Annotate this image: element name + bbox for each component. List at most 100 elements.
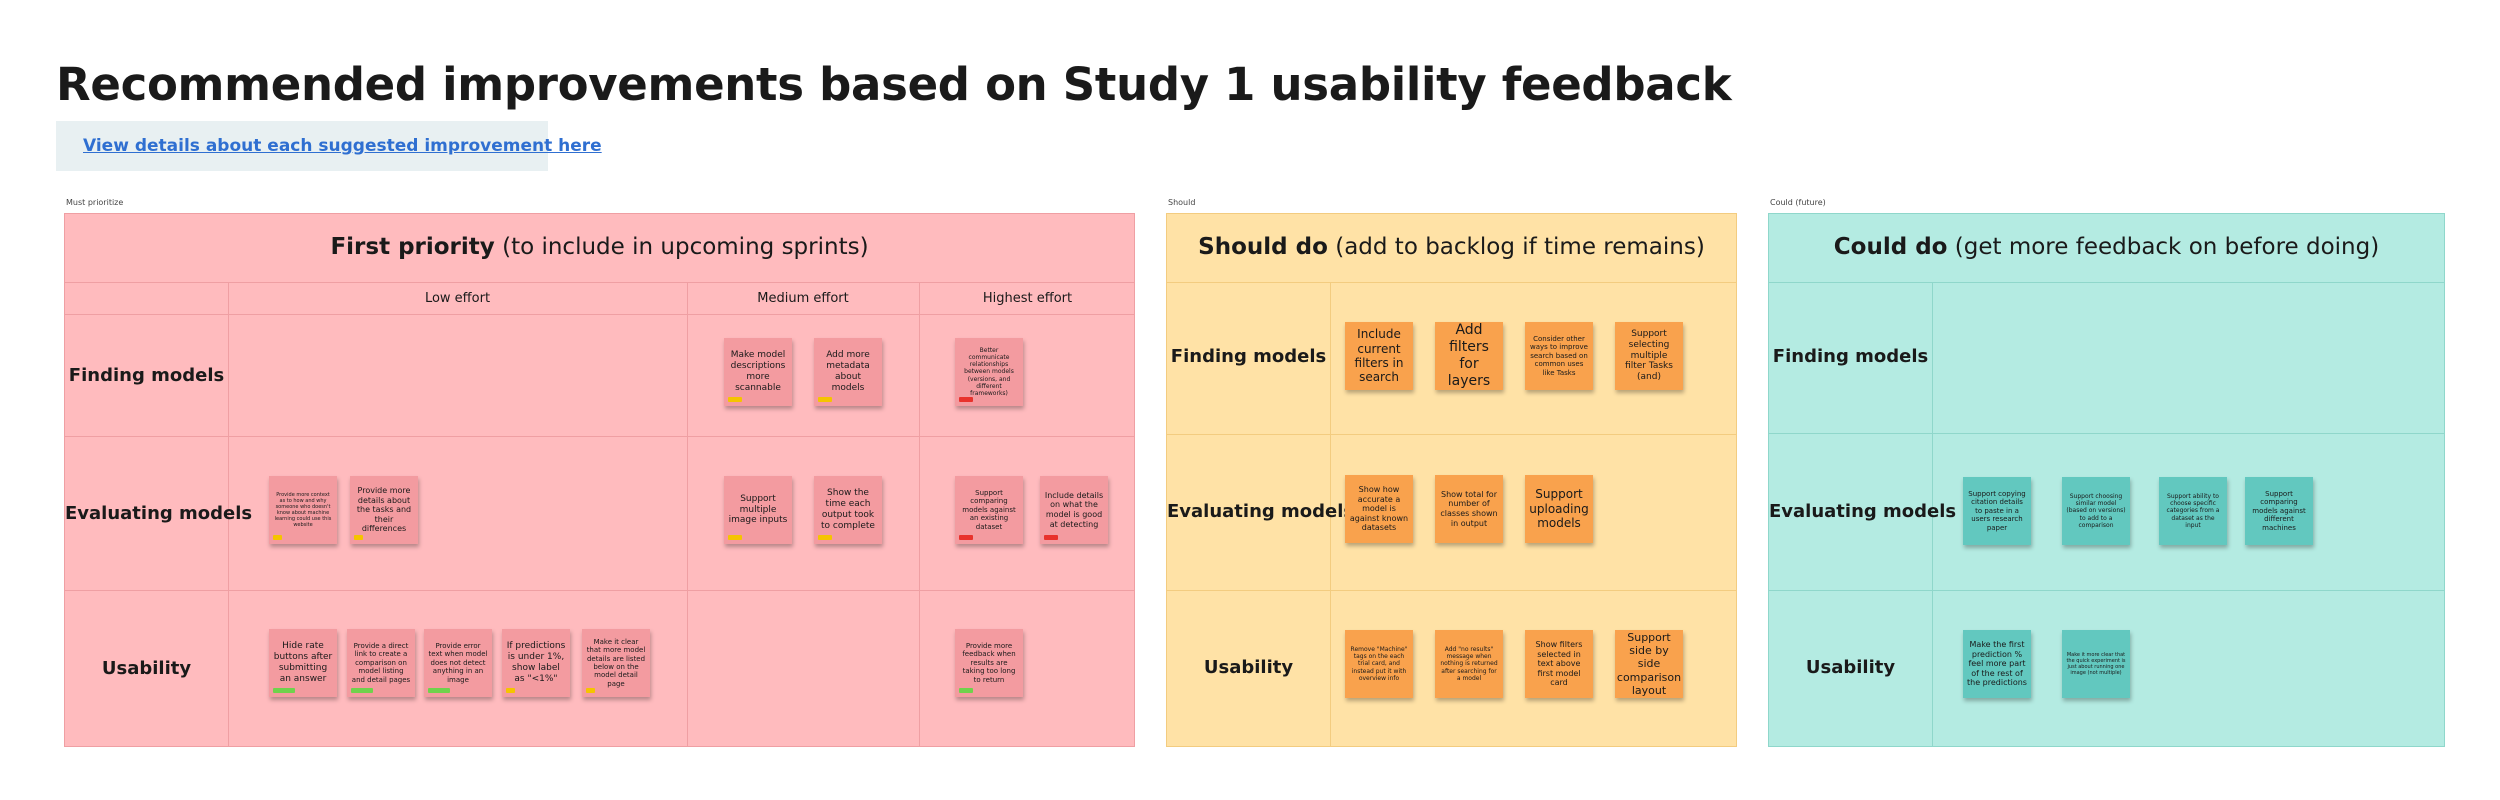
sticky-note[interactable]: Show filters selected in text above firs… (1525, 630, 1593, 698)
first-priority-frame[interactable]: First priority (to include in upcoming s… (64, 213, 1135, 747)
row-label-finding-models: Finding models (1170, 346, 1327, 367)
sticky-note-text: Support multiple image inputs (728, 493, 788, 526)
sticky-note-text: Show how accurate a model is against kno… (1349, 485, 1409, 533)
sticky-note[interactable]: Show total for number of classes shown i… (1435, 475, 1503, 543)
row-label-finding-models: Finding models (68, 365, 225, 386)
frame-heading-strong: First priority (330, 234, 495, 260)
sticky-note[interactable]: Show how accurate a model is against kno… (1345, 475, 1413, 543)
sticky-note[interactable]: Provide more context as to how and why s… (269, 476, 337, 544)
sticky-note-text: Support choosing similar model (based on… (2066, 493, 2126, 529)
frame-label-should: Should (1168, 198, 1196, 207)
sticky-note[interactable]: If predictions is under 1%, show label a… (502, 629, 570, 697)
sticky-note-text: Support copying citation details to past… (1968, 490, 2026, 532)
sticky-note-text: Consider other ways to improve search ba… (1530, 335, 1588, 377)
frame-heading: Should do (add to backlog if time remain… (1167, 234, 1736, 260)
sticky-note-text: Show total for number of classes shown i… (1440, 489, 1498, 528)
sticky-note-text: If predictions is under 1%, show label a… (506, 641, 566, 684)
details-link[interactable]: View details about each suggested improv… (83, 136, 602, 156)
should-do-frame[interactable]: Should do (add to backlog if time remain… (1166, 213, 1737, 747)
sticky-note[interactable]: Support choosing similar model (based on… (2062, 477, 2130, 545)
sticky-note[interactable]: Support ability to choose specific categ… (2159, 477, 2227, 545)
frame-heading-strong: Should do (1198, 234, 1328, 260)
sticky-note[interactable]: Remove "Machine" tags on the each trial … (1345, 630, 1413, 698)
sticky-note[interactable]: Support multiple image inputs (724, 476, 792, 544)
tag-yellow (728, 397, 742, 402)
sticky-note[interactable]: Support comparing models against an exis… (955, 476, 1023, 544)
column-header-highest-effort: Highest effort (982, 291, 1073, 306)
sticky-note-text: Make it more clear that the quick experi… (2066, 652, 2126, 676)
grid-line (687, 282, 688, 746)
tag-yellow (728, 535, 742, 540)
sticky-note-text: Add "no results" message when nothing is… (1440, 646, 1498, 682)
grid-line (1167, 282, 1736, 283)
could-do-frame[interactable]: Could do (get more feedback on before do… (1768, 213, 2445, 747)
sticky-note[interactable]: Add filters for layers (1435, 322, 1503, 390)
tag-red (959, 535, 973, 540)
sticky-note[interactable]: Include current filters in search (1345, 322, 1413, 390)
column-header-medium-effort: Medium effort (757, 291, 849, 306)
tag-green (959, 688, 973, 693)
grid-line (228, 282, 229, 746)
sticky-note[interactable]: Support copying citation details to past… (1963, 477, 2031, 545)
grid-line (1769, 433, 2444, 434)
sticky-note[interactable]: Hide rate buttons after submitting an an… (269, 629, 337, 697)
sticky-note[interactable]: Better communicate relationships between… (955, 338, 1023, 406)
grid-line (65, 590, 1134, 591)
sticky-note[interactable]: Make the first prediction % feel more pa… (1963, 630, 2031, 698)
sticky-note-text: Support comparing models against an exis… (962, 489, 1016, 531)
details-link-card[interactable]: View details about each suggested improv… (56, 121, 602, 171)
sticky-note-text: Support side by side comparison layout (1616, 631, 1682, 697)
sticky-note[interactable]: Support selecting multiple filter Tasks … (1615, 322, 1683, 390)
grid-line (65, 436, 1134, 437)
sticky-note[interactable]: Make it more clear that the quick experi… (2062, 630, 2130, 698)
sticky-note[interactable]: Make it clear that more model details ar… (582, 629, 650, 697)
sticky-note-text: Include current filters in search (1354, 327, 1404, 385)
sticky-note-text: Show filters selected in text above firs… (1535, 640, 1583, 688)
sticky-note-text: Remove "Machine" tags on the each trial … (1350, 646, 1408, 682)
tag-yellow (354, 535, 363, 540)
tag-red (959, 397, 973, 402)
frame-heading-rest: (add to backlog if time remains) (1327, 234, 1705, 260)
sticky-note[interactable]: Provide error text when model does not d… (424, 629, 492, 697)
sticky-note[interactable]: Provide more feedback when results are t… (955, 629, 1023, 697)
sticky-note-text: Support selecting multiple filter Tasks … (1625, 329, 1673, 383)
sticky-note[interactable]: Add "no results" message when nothing is… (1435, 630, 1503, 698)
tag-green (428, 688, 450, 693)
sticky-note-text: Provide error text when model does not d… (428, 642, 488, 684)
row-label-finding-models: Finding models (1772, 346, 1929, 367)
frame-heading-rest: (to include in upcoming sprints) (494, 234, 869, 260)
sticky-note[interactable]: Show the time each output took to comple… (814, 476, 882, 544)
tag-yellow (273, 535, 282, 540)
sticky-note-text: Provide more context as to how and why s… (274, 492, 332, 528)
grid-line (1769, 590, 2444, 591)
frame-heading-rest: (get more feedback on before doing) (1947, 234, 2380, 260)
row-label-evaluating-models: Evaluating models (1167, 501, 1355, 522)
sticky-note[interactable]: Add more metadata about models (814, 338, 882, 406)
tag-yellow (586, 688, 595, 693)
grid-line (1769, 282, 2444, 283)
row-label-usability: Usability (1805, 657, 1896, 678)
tag-yellow (506, 688, 515, 693)
sticky-note[interactable]: Consider other ways to improve search ba… (1525, 322, 1593, 390)
sticky-note[interactable]: Provide more details about the tasks and… (350, 476, 418, 544)
tag-yellow (818, 535, 832, 540)
sticky-note[interactable]: Support side by side comparison layout (1615, 630, 1683, 698)
grid-line (1167, 590, 1736, 591)
sticky-note[interactable]: Make model descriptions more scannable (724, 338, 792, 406)
frame-heading-strong: Could do (1833, 234, 1948, 260)
sticky-note-text: Include details on what the model is goo… (1044, 490, 1104, 529)
grid-line (919, 282, 920, 746)
sticky-note-text: Make it clear that more model details ar… (586, 637, 646, 688)
sticky-note[interactable]: Support uploading models (1525, 475, 1593, 543)
sticky-note[interactable]: Support comparing models against differe… (2245, 477, 2313, 545)
sticky-note[interactable]: Provide a direct link to create a compar… (347, 629, 415, 697)
tag-red (1044, 535, 1058, 540)
sticky-note-text: Provide more feedback when results are t… (962, 642, 1016, 684)
grid-line (65, 314, 1134, 315)
column-header-low-effort: Low effort (424, 291, 491, 306)
row-label-usability: Usability (101, 658, 192, 679)
sticky-note[interactable]: Include details on what the model is goo… (1040, 476, 1108, 544)
grid-line (1330, 282, 1331, 746)
frame-heading: Could do (get more feedback on before do… (1769, 234, 2444, 260)
sticky-note-text: Better communicate relationships between… (964, 346, 1014, 397)
